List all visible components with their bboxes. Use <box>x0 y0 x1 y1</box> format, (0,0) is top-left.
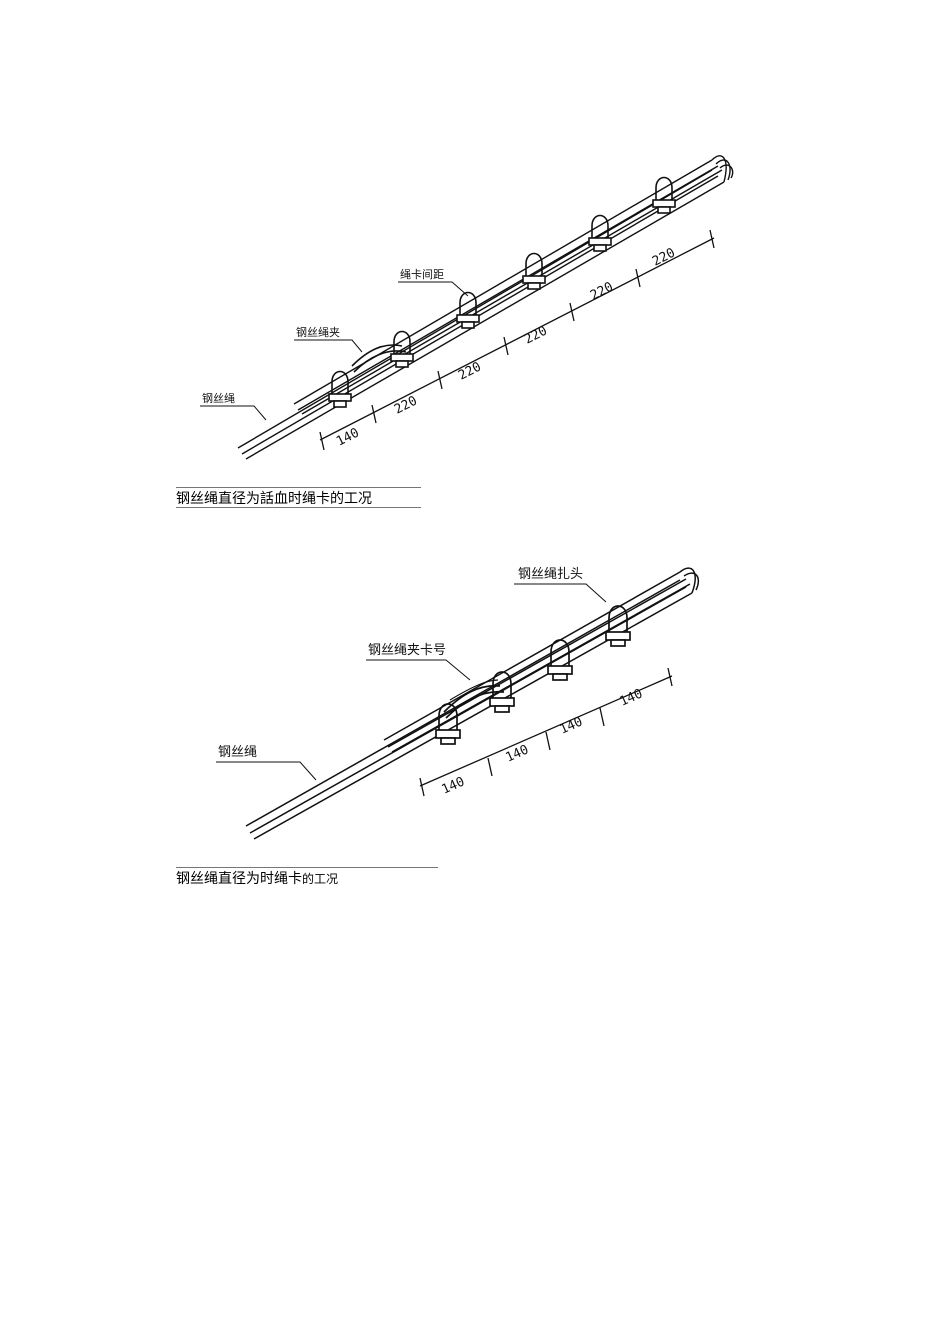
figure-2: 140 140 140 140 钢丝绳扎头 钢丝绳夹卡号 钢丝绳 钢丝绳直径为时… <box>0 540 950 900</box>
caption-2-main: 钢丝绳直径为时绳卡 <box>176 871 302 887</box>
wire-rope-1 <box>237 155 734 460</box>
caption-1: 钢丝绳直径为話血时绳卡的工况 <box>176 491 372 507</box>
label-1-a: 绳卡间距 <box>400 267 444 281</box>
label-1-b: 钢丝绳夹 <box>296 325 340 339</box>
dimension-labels-2: 140 140 140 140 <box>440 686 646 797</box>
dim-1-5: 220 <box>588 280 616 304</box>
dim-1-2: 220 <box>392 394 420 418</box>
dim-1-6: 220 <box>650 246 678 270</box>
caption-rule-bottom-1 <box>176 507 421 508</box>
label-2-b: 钢丝绳夹卡号 <box>368 643 446 658</box>
label-1-c: 钢丝绳 <box>202 391 235 405</box>
dim-2-3: 140 <box>558 714 586 737</box>
dim-2-2: 140 <box>504 742 532 765</box>
figure-1-drawing: 140 220 220 220 220 220 绳卡间距 钢丝绳夹 钢丝绳 <box>200 155 734 460</box>
leaders-2 <box>216 583 607 781</box>
caption-rule-top-1 <box>176 487 421 488</box>
dim-1-4: 220 <box>522 324 550 348</box>
leaders-1 <box>200 281 469 421</box>
label-2-a: 钢丝绳扎头 <box>518 567 583 582</box>
caption-rule-top-2 <box>176 867 438 868</box>
clamps-2 <box>435 605 631 745</box>
figure-2-drawing: 140 140 140 140 钢丝绳扎头 钢丝绳夹卡号 钢丝绳 <box>216 567 700 840</box>
dim-1-3: 220 <box>456 360 484 384</box>
caption-2: 钢丝绳直径为时绳卡的工况 <box>176 868 338 888</box>
label-2-c: 钢丝绳 <box>218 745 257 760</box>
caption-2-small: 的工况 <box>302 872 339 886</box>
dimension-line-2 <box>419 667 673 797</box>
clamps-1 <box>328 176 676 408</box>
dim-1-1: 140 <box>334 426 362 450</box>
dim-2-1: 140 <box>440 774 468 797</box>
dimension-line-1 <box>319 229 715 451</box>
figure-1: 140 220 220 220 220 220 绳卡间距 钢丝绳夹 钢丝绳 钢丝… <box>0 0 950 520</box>
